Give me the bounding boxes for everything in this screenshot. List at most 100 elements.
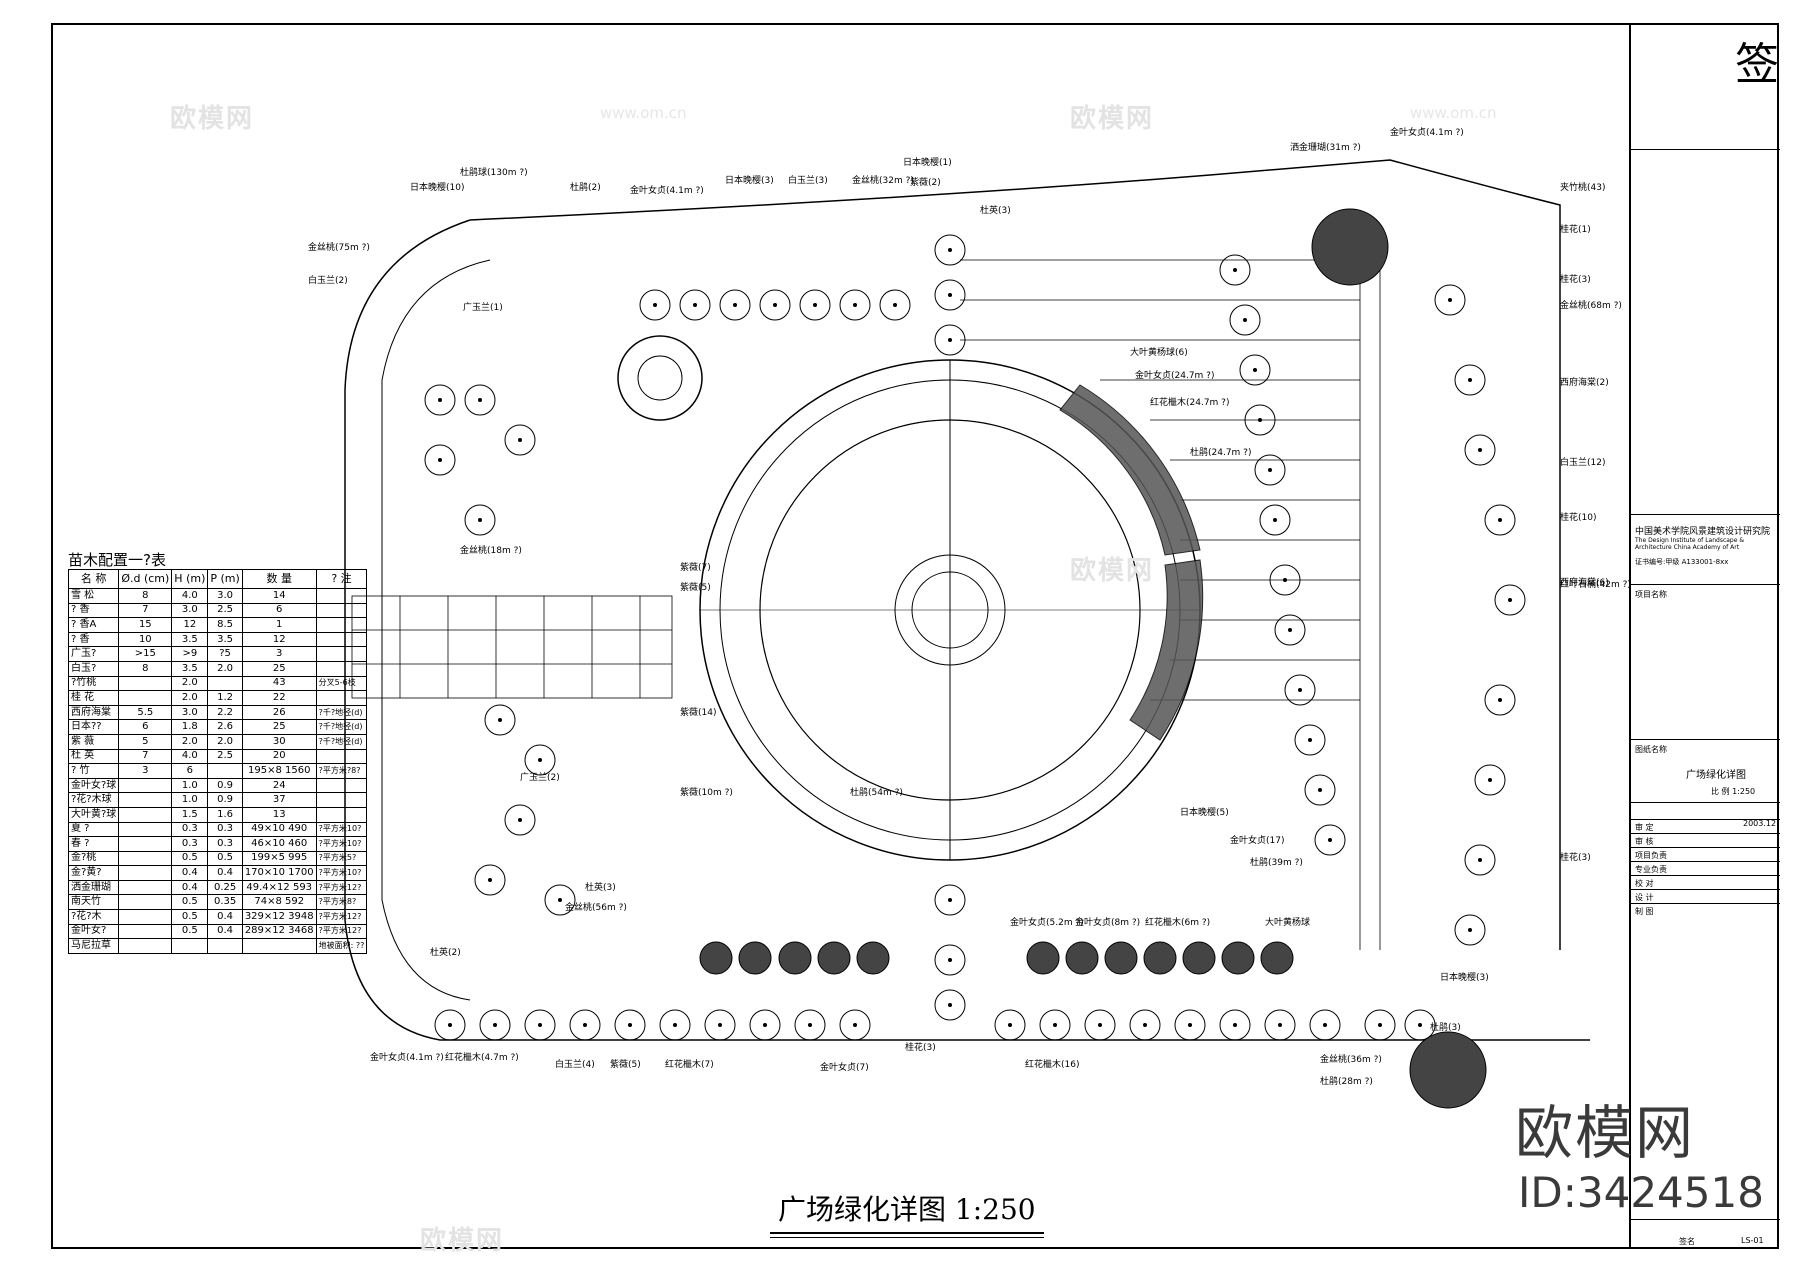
tree-symbol xyxy=(1464,844,1496,876)
tree-center xyxy=(718,1023,722,1027)
table-cell: >9 xyxy=(171,646,209,662)
table-cell xyxy=(118,777,173,794)
table-cell: 2.5 xyxy=(207,748,243,765)
table-cell: 5 xyxy=(118,733,173,750)
plant-label: 杜英(3) xyxy=(585,881,616,893)
table-cell: 4.0 xyxy=(171,588,209,604)
tree-symbol xyxy=(479,1009,511,1041)
plant-label: 金丝桃(56m ?) xyxy=(565,901,627,913)
table-cell xyxy=(207,675,243,692)
approval-row: 设 计 xyxy=(1631,889,1780,902)
tree-center xyxy=(1143,1023,1147,1027)
table-cell xyxy=(207,938,243,954)
table-cell xyxy=(118,806,173,823)
plant-label: 西府海棠(2) xyxy=(1560,376,1609,388)
table-cell: 西府海棠 xyxy=(67,704,120,721)
table-cell: ?平方米5? xyxy=(315,850,368,867)
tree-symbol xyxy=(1174,1009,1206,1041)
table-cell: 0.9 xyxy=(207,777,243,794)
tree-symbol xyxy=(1434,284,1466,316)
table-cell: 马尼拉草 xyxy=(67,938,120,954)
tree-center xyxy=(948,248,952,252)
table-cell: ?平方米?8? xyxy=(315,763,368,779)
tree-symbol xyxy=(614,1009,646,1041)
signer: 签名 xyxy=(1679,1237,1695,1246)
plant-label: 紫薇(7) xyxy=(680,561,711,573)
table-cell: 37 xyxy=(241,792,317,808)
table-cell: 0.5 xyxy=(207,850,243,867)
tree-center xyxy=(813,303,817,307)
table-cell: ?平方米10? xyxy=(315,821,368,838)
table-cell: 1.8 xyxy=(171,719,209,735)
col-quantity: 数 量 xyxy=(241,569,317,589)
table-cell: 2.0 xyxy=(207,733,243,750)
tree-center xyxy=(1468,378,1472,382)
fountain-inner xyxy=(637,355,683,401)
plant-label: 红花檵木(24.7m ?) xyxy=(1150,396,1229,408)
tree-symbol xyxy=(659,1009,691,1041)
watermark-faint: 欧模网 xyxy=(170,104,255,134)
plant-label: 日本晚樱(1) xyxy=(903,156,952,168)
table-cell xyxy=(118,938,173,954)
plant-label: 紫薇(5) xyxy=(610,1058,641,1070)
plant-label: 杜英(3) xyxy=(980,204,1011,216)
table-cell: 日本?? xyxy=(67,719,120,735)
tree-center xyxy=(1498,698,1502,702)
approval-label: 校 对 xyxy=(1635,879,1654,888)
tree-center xyxy=(1508,598,1512,602)
tree-symbol xyxy=(1454,364,1486,396)
table-cell: 2.0 xyxy=(207,660,243,677)
tree-center xyxy=(1278,1023,1282,1027)
sheet-number: LS-01 xyxy=(1741,1236,1764,1245)
arc-planting-bed xyxy=(1059,384,1204,741)
plant-label: 西府海棠(6) xyxy=(1560,576,1609,588)
table-cell: 199×5 995 xyxy=(241,850,317,867)
tree-center xyxy=(1053,1023,1057,1027)
plant-label: 广玉兰(1) xyxy=(463,301,503,313)
table-cell: 紫 薇 xyxy=(67,733,120,750)
tree-center xyxy=(1328,838,1332,842)
table-cell: 329×12 3948 xyxy=(241,909,317,925)
tree-symbol xyxy=(1314,824,1346,856)
plant-label: 洒金珊瑚(31m ?) xyxy=(1290,141,1361,153)
table-cell: 0.25 xyxy=(207,879,243,896)
plant-label: 杜鹃(3) xyxy=(1430,1021,1461,1033)
col-note: ? 注 xyxy=(315,569,368,589)
table-cell xyxy=(315,777,368,794)
tree-symbol xyxy=(504,424,536,456)
tree-symbols xyxy=(424,234,1526,1041)
table-cell: 8.5 xyxy=(207,617,243,633)
plant-label: 金丝桃(36m ?) xyxy=(1320,1053,1382,1065)
table-cell: 6 xyxy=(118,719,173,735)
plant-label: 红花檵木(4.7m ?) xyxy=(445,1051,519,1063)
tree-symbol xyxy=(1309,1009,1341,1041)
plant-label: 金叶女贞(4.1m ?) xyxy=(1390,126,1464,138)
table-cell: 15 xyxy=(118,617,173,633)
tree-symbol xyxy=(679,289,711,321)
plant-label: 金丝桃(75m ?) xyxy=(308,241,370,253)
table-cell: 20 xyxy=(241,748,317,765)
table-cell xyxy=(171,938,209,954)
plant-label: 杜鹃(2) xyxy=(570,181,601,193)
tree-center xyxy=(1418,1023,1422,1027)
table-cell: 8 xyxy=(118,588,173,604)
plant-label: 紫薇(10m ?) xyxy=(680,786,733,798)
tree-symbol xyxy=(1229,304,1261,336)
tree-center xyxy=(1448,298,1452,302)
tree-symbol xyxy=(464,384,496,416)
plant-label: 红花檵木(7) xyxy=(665,1058,714,1070)
site-outline xyxy=(344,159,1590,1041)
col-diameter: Ø.d (cm) xyxy=(118,569,173,589)
tree-center xyxy=(948,958,952,962)
tree-symbol xyxy=(1129,1009,1161,1041)
table-cell: 74×8 592 xyxy=(241,894,317,911)
tree-symbol xyxy=(424,444,456,476)
